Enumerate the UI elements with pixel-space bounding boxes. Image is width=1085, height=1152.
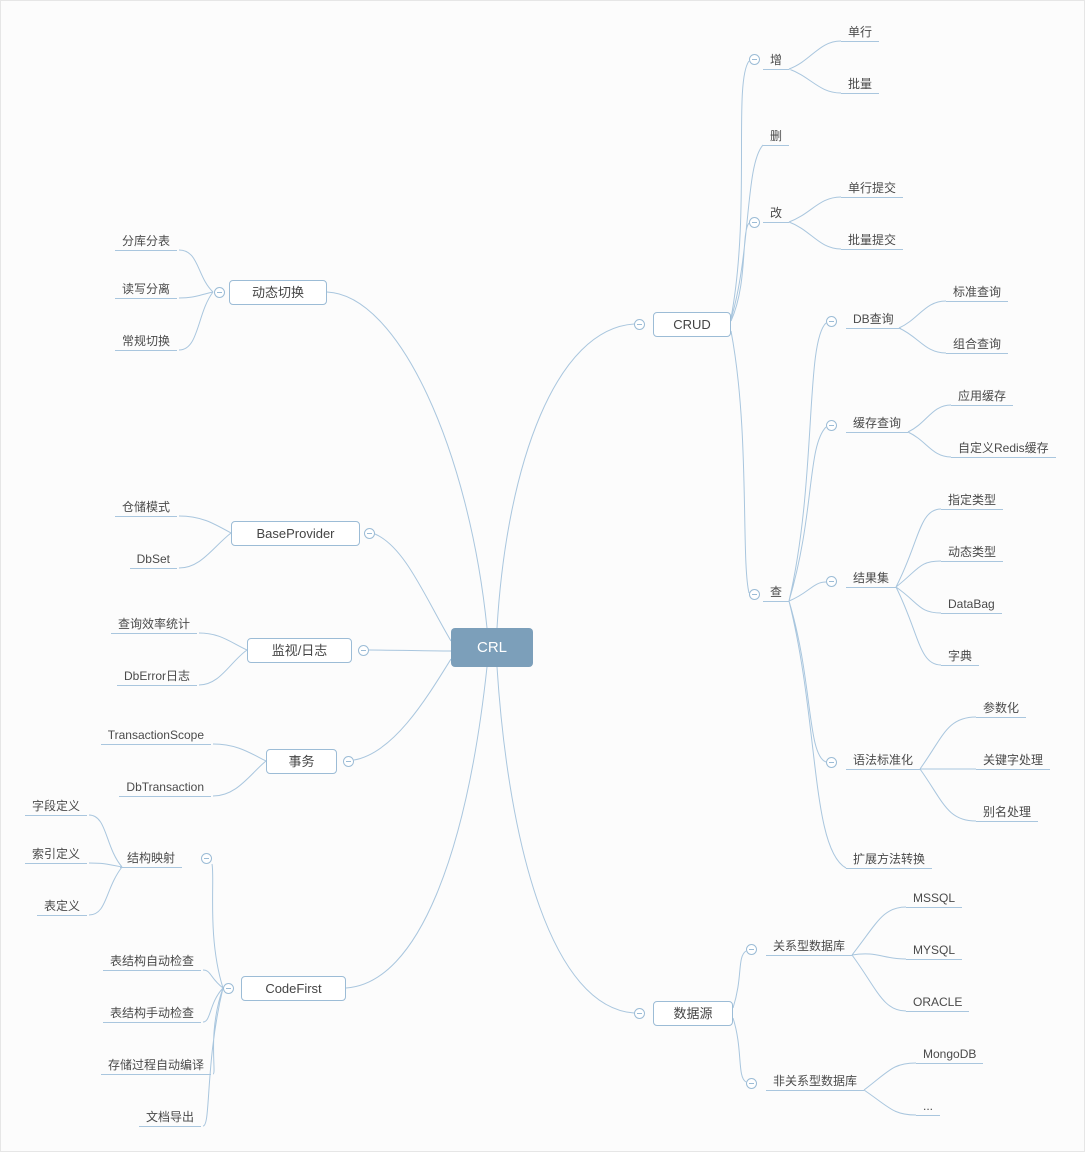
collapse-icon-result-set[interactable] — [826, 576, 837, 587]
node-add-single[interactable]: 单行 — [841, 24, 880, 42]
node-table-definition[interactable]: 表定义 — [36, 898, 87, 916]
collapse-icon-transaction[interactable] — [343, 756, 354, 767]
node-result-set[interactable]: 结果集 — [846, 570, 897, 588]
node-sharding[interactable]: 分库分表 — [114, 233, 177, 251]
node-update[interactable]: 改 — [763, 205, 790, 223]
node-delete[interactable]: 删 — [763, 128, 790, 146]
node-dberror-log[interactable]: DbError日志 — [116, 668, 197, 686]
node-read-write-split[interactable]: 读写分离 — [114, 281, 177, 299]
collapse-icon-add[interactable] — [749, 54, 760, 65]
node-field-definition[interactable]: 字段定义 — [24, 798, 87, 816]
node-crud[interactable]: CRUD — [653, 312, 731, 337]
edges-crud-leaves — [788, 40, 977, 869]
node-dbtransaction[interactable]: DbTransaction — [119, 779, 211, 797]
collapse-icon-non-relational-db[interactable] — [746, 1078, 757, 1089]
node-combined-query[interactable]: 组合查询 — [946, 336, 1009, 354]
node-add-batch[interactable]: 批量 — [841, 76, 880, 94]
collapse-icon-baseprovider[interactable] — [364, 528, 375, 539]
node-non-relational-db[interactable]: 非关系型数据库 — [766, 1073, 865, 1091]
node-relational-db[interactable]: 关系型数据库 — [766, 938, 853, 956]
node-codefirst[interactable]: CodeFirst — [241, 976, 346, 1001]
node-transactionscope[interactable]: TransactionScope — [100, 727, 211, 745]
collapse-icon-crud[interactable] — [634, 319, 645, 330]
collapse-icon-datasource[interactable] — [634, 1008, 645, 1019]
collapse-icon-db-query[interactable] — [826, 316, 837, 327]
collapse-icon-relational-db[interactable] — [746, 944, 757, 955]
node-doc-export[interactable]: 文档导出 — [138, 1109, 201, 1127]
node-storedproc-auto-compile[interactable]: 存储过程自动编译 — [100, 1057, 211, 1075]
collapse-icon-cache-query[interactable] — [826, 420, 837, 431]
node-dynamic-switch[interactable]: 动态切换 — [229, 280, 327, 305]
edges-codefirst-branch — [88, 814, 224, 1127]
node-mysql[interactable]: MYSQL — [906, 942, 963, 960]
edges-left-branches — [178, 249, 267, 797]
node-app-cache[interactable]: 应用缓存 — [951, 388, 1014, 406]
node-standard-query[interactable]: 标准查询 — [946, 284, 1009, 302]
node-repository-pattern[interactable]: 仓储模式 — [114, 499, 177, 517]
node-alias-handling[interactable]: 别名处理 — [976, 804, 1039, 822]
node-update-single-commit[interactable]: 单行提交 — [841, 180, 904, 198]
node-oracle[interactable]: ORACLE — [906, 994, 970, 1012]
node-normal-switch[interactable]: 常规切换 — [114, 333, 177, 351]
collapse-icon-syntax-standardization[interactable] — [826, 757, 837, 768]
node-databag[interactable]: DataBag — [941, 596, 1002, 614]
edges-root-links — [326, 291, 635, 1014]
collapse-icon-query[interactable] — [749, 589, 760, 600]
collapse-icon-codefirst[interactable] — [223, 983, 234, 994]
node-table-auto-check[interactable]: 表结构自动检查 — [102, 953, 201, 971]
node-transaction[interactable]: 事务 — [266, 749, 337, 774]
node-index-definition[interactable]: 索引定义 — [24, 846, 87, 864]
node-more-ellipsis[interactable]: ... — [916, 1098, 941, 1116]
node-mongodb[interactable]: MongoDB — [916, 1046, 984, 1064]
node-baseprovider[interactable]: BaseProvider — [231, 521, 360, 546]
node-add[interactable]: 增 — [763, 52, 790, 70]
node-dbset[interactable]: DbSet — [129, 551, 177, 569]
node-mssql[interactable]: MSSQL — [906, 890, 963, 908]
edges-datasource-branch — [732, 906, 917, 1116]
node-syntax-standardization[interactable]: 语法标准化 — [846, 752, 921, 770]
node-query[interactable]: 查 — [763, 584, 790, 602]
node-db-query[interactable]: DB查询 — [846, 311, 901, 329]
edges-crud-branch — [730, 60, 764, 594]
node-table-manual-check[interactable]: 表结构手动检查 — [102, 1005, 201, 1023]
collapse-icon-update[interactable] — [749, 217, 760, 228]
node-query-efficiency-stats[interactable]: 查询效率统计 — [110, 616, 197, 634]
node-keyword-handling[interactable]: 关键字处理 — [976, 752, 1051, 770]
node-redis-cache[interactable]: 自定义Redis缓存 — [951, 440, 1056, 458]
node-specified-type[interactable]: 指定类型 — [941, 492, 1004, 510]
node-dynamic-type[interactable]: 动态类型 — [941, 544, 1004, 562]
collapse-icon-monitor-log[interactable] — [358, 645, 369, 656]
collapse-icon-dynamic-switch[interactable] — [214, 287, 225, 298]
node-extension-method-conversion[interactable]: 扩展方法转换 — [846, 851, 933, 869]
node-datasource[interactable]: 数据源 — [653, 1001, 733, 1026]
node-parameterization[interactable]: 参数化 — [976, 700, 1027, 718]
collapse-icon-structure-mapping[interactable] — [201, 853, 212, 864]
node-update-batch-commit[interactable]: 批量提交 — [841, 232, 904, 250]
node-monitor-log[interactable]: 监视/日志 — [247, 638, 352, 663]
root-node-crl[interactable]: CRL — [451, 628, 533, 667]
node-structure-mapping[interactable]: 结构映射 — [119, 850, 182, 868]
node-cache-query[interactable]: 缓存查询 — [846, 415, 909, 433]
node-dictionary[interactable]: 字典 — [941, 648, 980, 666]
